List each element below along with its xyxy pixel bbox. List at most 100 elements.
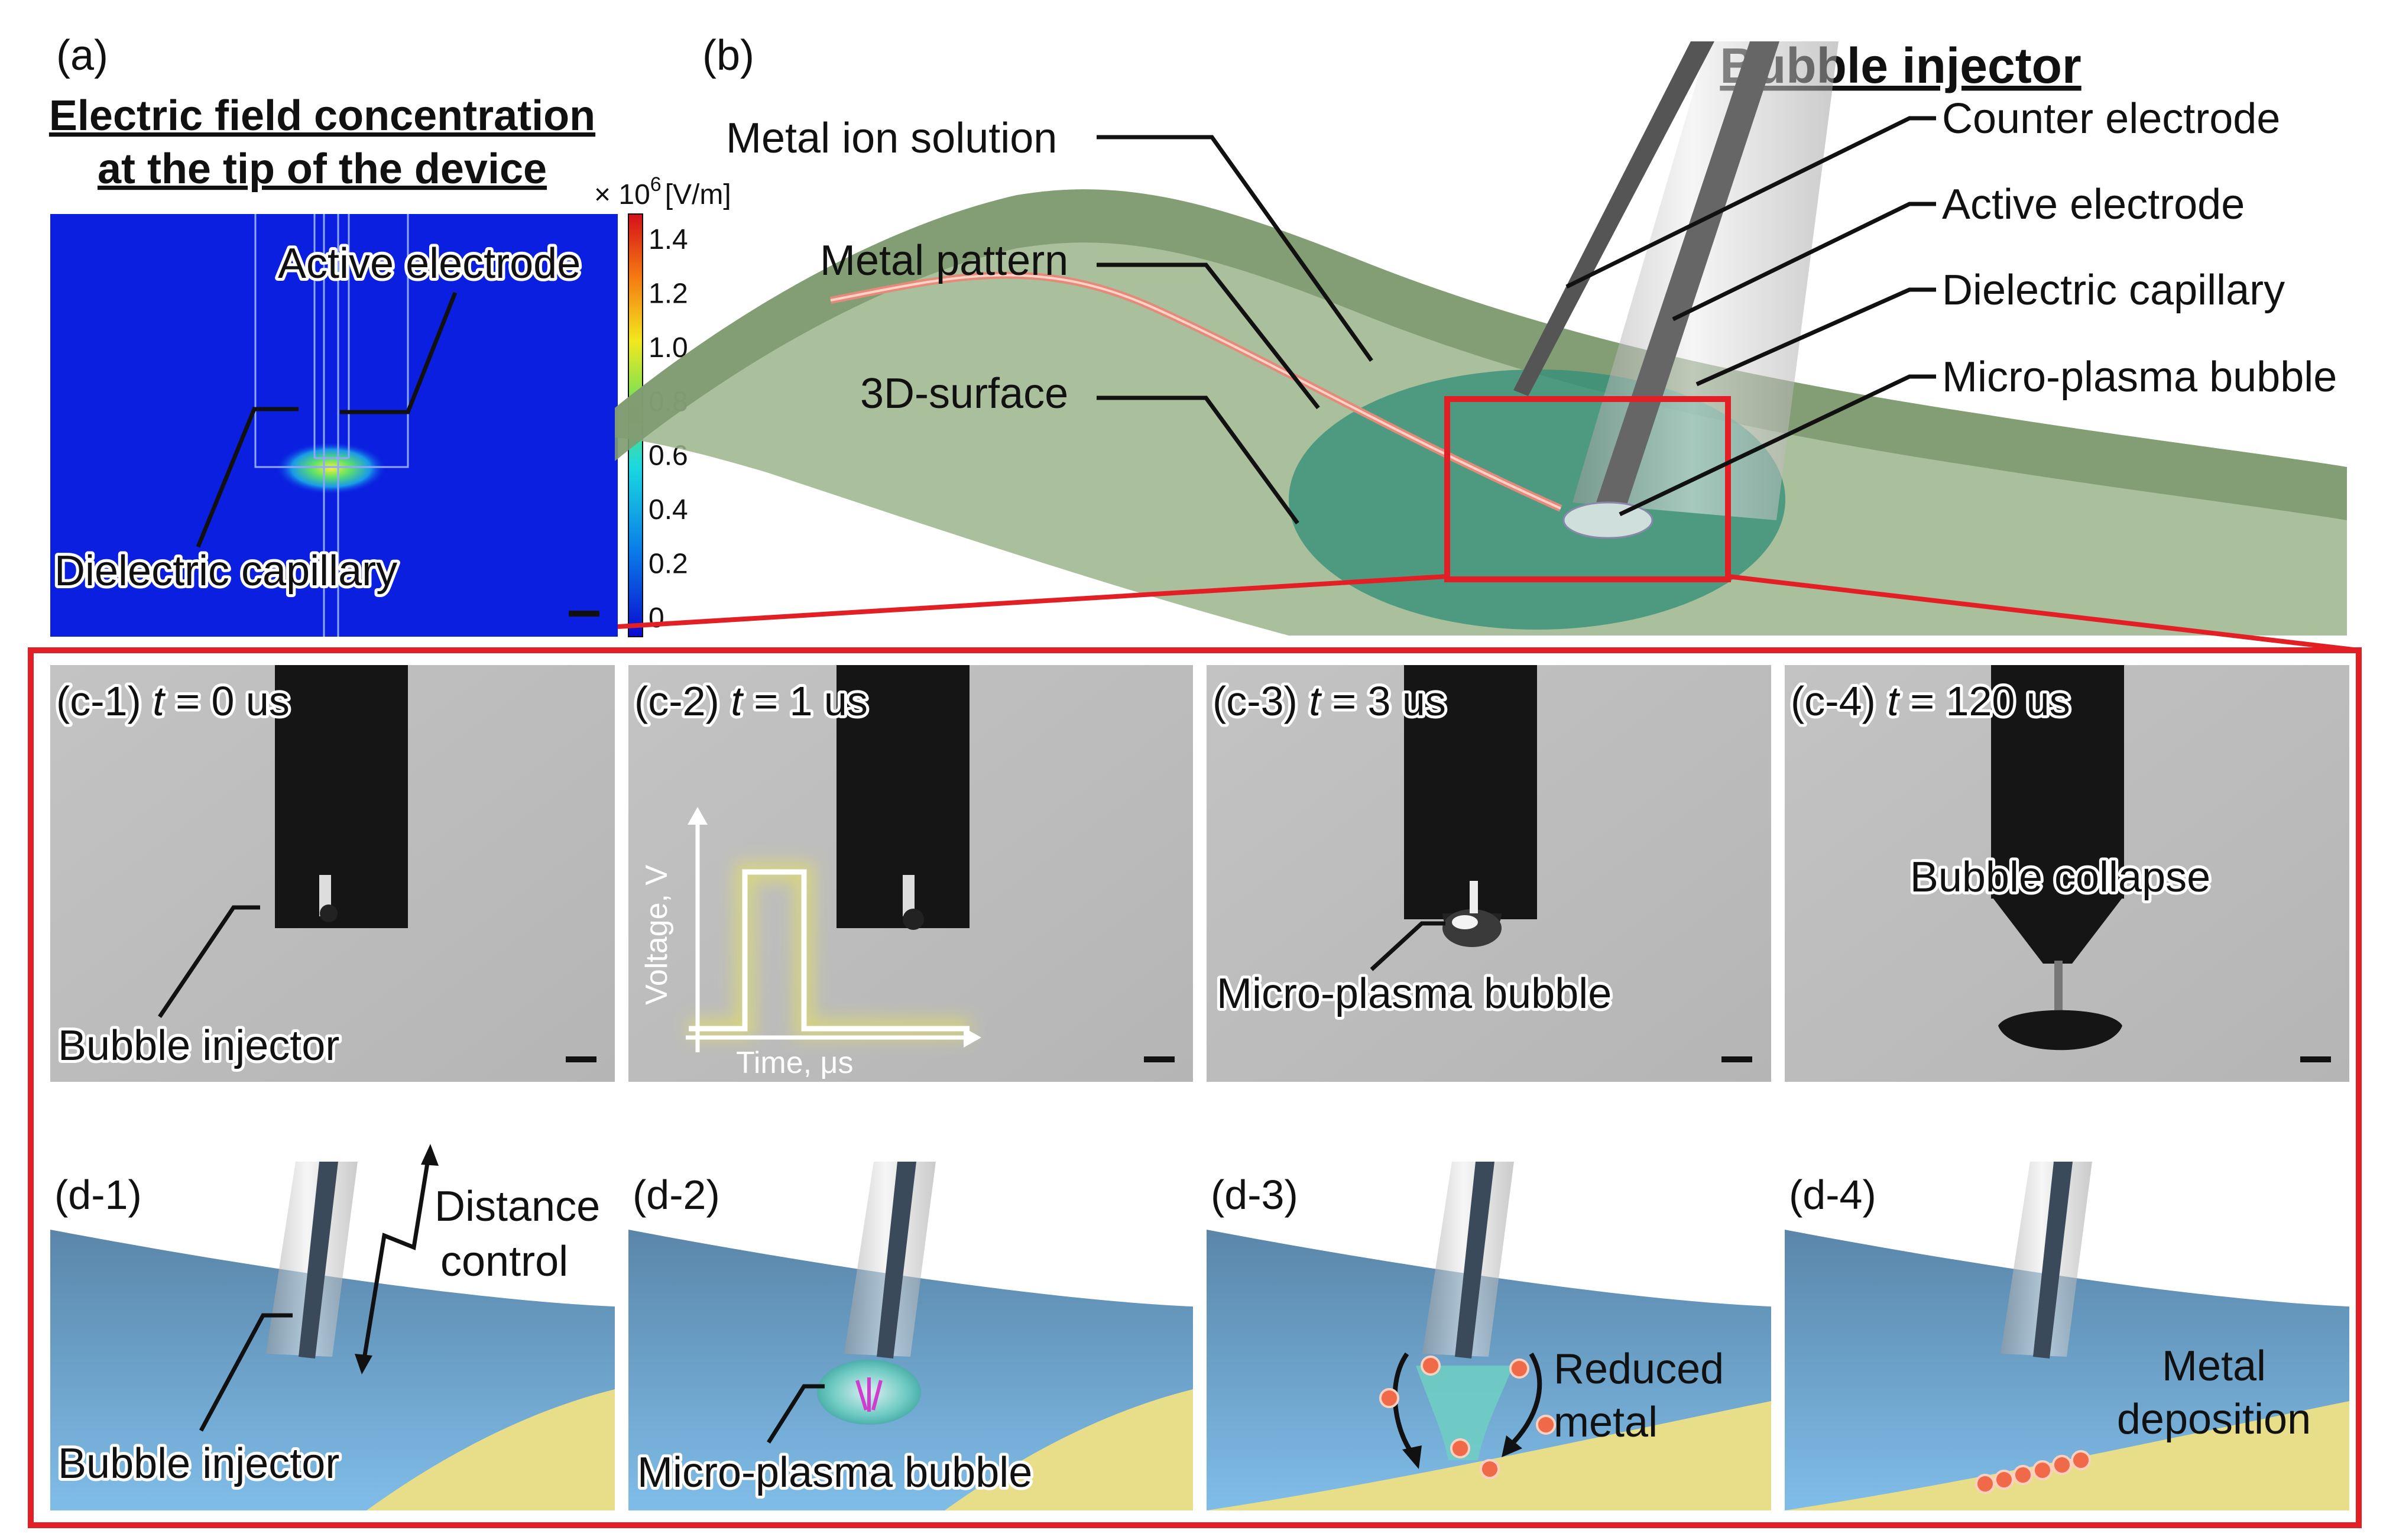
leader-active-electrode-b xyxy=(1672,202,1936,322)
panel-a-title-line1: Electric field concentration xyxy=(49,92,595,140)
active-electrode-label-b: Active electrode xyxy=(1942,181,2245,228)
label-c4: (c-4) t = 120 us xyxy=(1791,678,2070,724)
bubble-c3-highlight xyxy=(1452,915,1478,929)
metal-particles-d3 xyxy=(1379,1356,1556,1479)
collapsed-bubble-c4 xyxy=(1998,1010,2122,1051)
zoom-box xyxy=(1444,396,1731,582)
arrow-head-up xyxy=(421,1144,439,1166)
voltage-pulse-inset: Voltage, V Time, μs xyxy=(640,807,981,1080)
voltage-axis-label: Voltage, V xyxy=(640,865,674,1005)
collapsing-bubble-d3 xyxy=(1416,1366,1513,1460)
annotation-c4: Bubble collapse xyxy=(1910,854,2210,901)
annotation-d3-line2: metal xyxy=(1554,1399,1658,1446)
plasma-discharge-d2 xyxy=(855,1377,883,1412)
annotation-c3: Micro-plasma bubble xyxy=(1217,970,1612,1017)
field-map xyxy=(50,214,618,637)
leader-metal-pattern xyxy=(1097,262,1320,410)
label-d4: (d-4) xyxy=(1789,1172,1876,1218)
panel-a-title-line2: at the tip of the device xyxy=(98,145,547,193)
annotation-d1: Bubble injector xyxy=(58,1440,339,1487)
leader-dielectric-b xyxy=(1695,287,1936,387)
electrode-d4 xyxy=(2033,1162,2073,1359)
leader-counter-electrode xyxy=(1565,116,1936,289)
zoom-connector-right xyxy=(1727,574,2359,653)
scale-bar-c3 xyxy=(1721,1056,1752,1062)
colorbar-tick: 0 xyxy=(649,602,664,634)
substrate-d4 xyxy=(1785,1401,2349,1510)
deposited-metal-d4 xyxy=(1975,1450,2091,1494)
distance-label-line2: control xyxy=(440,1238,568,1285)
droplet-c1 xyxy=(320,904,338,922)
scale-bar-c4 xyxy=(2300,1056,2331,1062)
surface-3d-top xyxy=(615,189,2347,520)
dielectric-capillary-label-a: Dielectric capillary xyxy=(54,547,397,595)
neck-c4 xyxy=(2054,961,2063,1014)
colorbar-tick: 1.4 xyxy=(649,224,688,255)
device-outline xyxy=(254,214,409,637)
label-d1: (d-1) xyxy=(54,1172,142,1218)
distance-control-arrow xyxy=(361,1155,431,1363)
colorbar-tick: 0.2 xyxy=(649,549,688,580)
leader-metal-ion xyxy=(1097,135,1373,362)
injector-c4 xyxy=(1991,665,2124,899)
label-c3: (c-3) t = 3 us xyxy=(1212,678,1446,724)
scale-bar-c2 xyxy=(1144,1056,1175,1062)
label-d2: (d-2) xyxy=(633,1172,720,1218)
panel-c3: Micro-plasma bubble (c-3) t = 3 us xyxy=(1207,665,1771,1082)
zoom-connector-left xyxy=(617,574,1448,629)
annotation-c1: Bubble injector xyxy=(58,1022,339,1069)
metal-pattern-label: Metal pattern xyxy=(820,237,1068,284)
time-axis-label: Time, μs xyxy=(736,1046,853,1080)
leader-d1 xyxy=(199,1313,293,1432)
panel-a-label: (a) xyxy=(56,32,108,79)
liquid-d1 xyxy=(50,1230,615,1510)
micro-plasma-bubble-label-b: Micro-plasma bubble xyxy=(1942,354,2337,401)
panel-b: (b) Bubble injector Metal ion solution M… xyxy=(615,32,2347,636)
panel-d2: Micro-plasma bubble (d-2) xyxy=(628,1162,1193,1510)
injector-cone-c4 xyxy=(1991,896,2124,964)
zoom-frame xyxy=(28,647,2362,1528)
metal-pattern-highlight xyxy=(830,274,1561,510)
colorbar-unit: × 106[V/m] xyxy=(594,173,731,210)
label-c2: (c-2) t = 1 us xyxy=(634,678,868,724)
substrate-d1 xyxy=(367,1389,615,1510)
colorbar-tick: 0.4 xyxy=(649,494,688,526)
electrode-d1 xyxy=(299,1162,338,1359)
leader-micro-plasma-b xyxy=(1619,374,1936,517)
annotation-d2: Micro-plasma bubble xyxy=(637,1449,1032,1496)
flow-arrow-left xyxy=(1392,1352,1415,1456)
leader-active-electrode-a xyxy=(340,291,458,414)
scale-bar-c1 xyxy=(566,1056,596,1062)
substrate-d3 xyxy=(1207,1401,1771,1510)
flow-arrow-right xyxy=(1509,1352,1542,1447)
panel-d: Distance control Bubble injector (d-1) M… xyxy=(50,1144,2349,1510)
metal-ion-solution-label: Metal ion solution xyxy=(726,115,1057,162)
flow-arrow-left-head xyxy=(1402,1445,1422,1469)
active-electrode-b xyxy=(1596,41,1779,508)
annotation-d3-line1: Reduced xyxy=(1554,1346,1724,1393)
surface-3d-label: 3D-surface xyxy=(860,370,1068,417)
field-hotspot xyxy=(275,442,387,495)
label-c1: (c-1) t = 0 us xyxy=(56,678,290,724)
electrode-d2 xyxy=(877,1162,916,1359)
panel-d3: Reduced metal (d-3) xyxy=(1207,1162,1771,1510)
electrode-tip-c3 xyxy=(1470,881,1478,913)
panel-c2: Voltage, V Time, μs (c-2) t = 1 us xyxy=(628,665,1193,1082)
panel-c4: Bubble collapse (c-4) t = 120 us xyxy=(1785,665,2349,1082)
micro-plasma-bubble-b xyxy=(1562,501,1653,539)
colorbar-tick: 1.2 xyxy=(649,278,688,309)
annotation-d4-line1: Metal xyxy=(2162,1343,2266,1390)
electrode-tip-c2 xyxy=(903,875,915,916)
injector-c3 xyxy=(1404,665,1537,919)
panel-d1: Distance control Bubble injector (d-1) xyxy=(50,1144,615,1510)
label-d3: (d-3) xyxy=(1211,1172,1298,1218)
counter-electrode-b xyxy=(1513,41,1714,396)
active-electrode-label-a: Active electrode xyxy=(278,240,581,287)
arrow-head-down xyxy=(355,1354,372,1374)
substrate-d2 xyxy=(945,1389,1193,1510)
dielectric-capillary-label-b: Dielectric capillary xyxy=(1942,267,2285,314)
panel-c1: Bubble injector (c-1) t = 0 us xyxy=(50,665,615,1082)
panel-a: (a) Electric field concentration at the … xyxy=(49,32,731,637)
counter-electrode-label: Counter electrode xyxy=(1942,95,2280,142)
